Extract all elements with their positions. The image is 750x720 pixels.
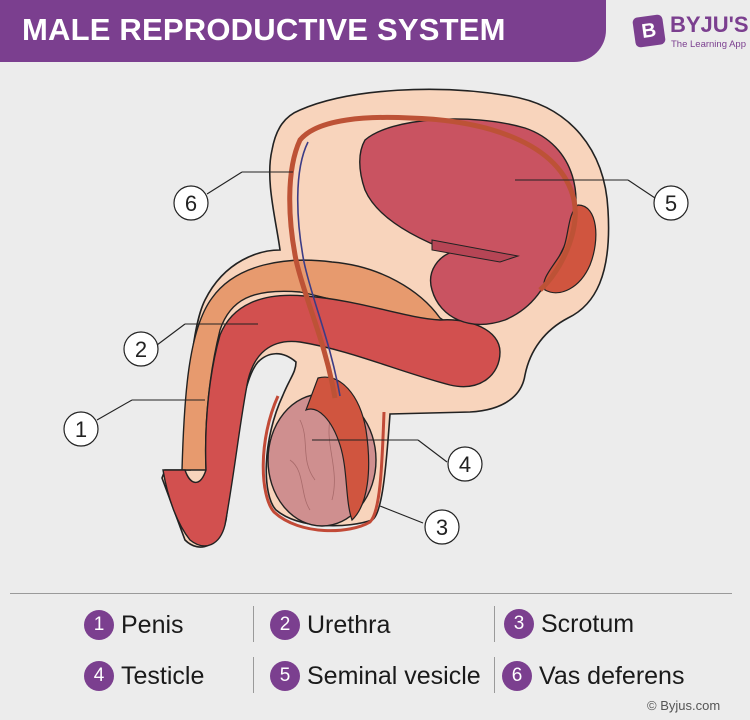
- vas-deferens-path: [287, 114, 578, 399]
- copyright-text: © Byjus.com: [647, 698, 721, 713]
- page-title: MALE REPRODUCTIVE SYSTEM: [22, 12, 506, 47]
- callout-6-label: 6: [185, 191, 197, 216]
- callout-3: 3: [424, 509, 460, 545]
- callout-5: 5: [653, 185, 689, 221]
- bladder-shape: [359, 118, 577, 325]
- callout-1-label: 1: [75, 417, 87, 442]
- leader-line-1: [96, 399, 133, 421]
- legend-separator: [494, 606, 495, 642]
- callout-6: 6: [173, 185, 209, 221]
- callout-4-label: 4: [459, 452, 471, 477]
- legend-number-badge: 6: [502, 661, 532, 691]
- leader-lines: [96, 171, 659, 524]
- legend-number-badge: 1: [84, 610, 114, 640]
- vein-path: [296, 141, 341, 397]
- penis-tissue: [162, 294, 501, 547]
- leader-line-3: [379, 505, 424, 524]
- callout-5-label: 5: [665, 191, 677, 216]
- callout-2: 2: [123, 331, 159, 367]
- brand-tagline: The Learning App: [671, 39, 747, 50]
- legend-separator: [494, 657, 495, 693]
- bladder-fold: [431, 239, 520, 263]
- callout-2-label: 2: [135, 337, 147, 362]
- leader-line-4b: [417, 439, 448, 463]
- legend-label: Scrotum: [541, 609, 635, 638]
- callout-4: 4: [447, 446, 483, 482]
- brand-name: BYJU'S: [670, 12, 749, 37]
- legend-item-vas-deferens: 6 Vas deferens: [502, 659, 684, 693]
- legend-label: Testicle: [121, 661, 205, 690]
- legend-number-badge: 5: [270, 661, 300, 691]
- urethra-shape: [181, 259, 449, 471]
- epididymis-shape: [304, 376, 370, 522]
- title-banner: MALE REPRODUCTIVE SYSTEM: [0, 0, 606, 62]
- legend-label: Seminal vesicle: [307, 661, 481, 690]
- leader-line-2: [156, 323, 186, 346]
- legend-separator: [253, 657, 254, 693]
- testicle-veins: [289, 419, 335, 511]
- leader-line-5b: [627, 179, 659, 201]
- callout-1: 1: [63, 411, 99, 447]
- legend-label: Urethra: [307, 610, 391, 639]
- callout-3-label: 3: [436, 515, 448, 540]
- legend-separator: [253, 606, 254, 642]
- legend-item-urethra: 2 Urethra: [270, 608, 390, 642]
- legend-label: Penis: [121, 610, 184, 639]
- legend-number-badge: 4: [84, 661, 114, 691]
- legend-label: Vas deferens: [539, 661, 685, 690]
- legend-divider: [10, 593, 732, 594]
- legend-item-scrotum: 3 Scrotum: [504, 607, 634, 641]
- scrotum-outline: [261, 395, 386, 533]
- legend-item-penis: 1 Penis: [84, 608, 184, 642]
- legend-number-badge: 3: [504, 609, 534, 639]
- byjus-logo: B BYJU'S The Learning App: [632, 12, 749, 54]
- legend-number-badge: 2: [270, 610, 300, 640]
- legend-item-testicle: 4 Testicle: [84, 659, 204, 693]
- leader-line-6: [206, 171, 243, 195]
- legend-item-seminal-vesicle: 5 Seminal vesicle: [270, 659, 481, 693]
